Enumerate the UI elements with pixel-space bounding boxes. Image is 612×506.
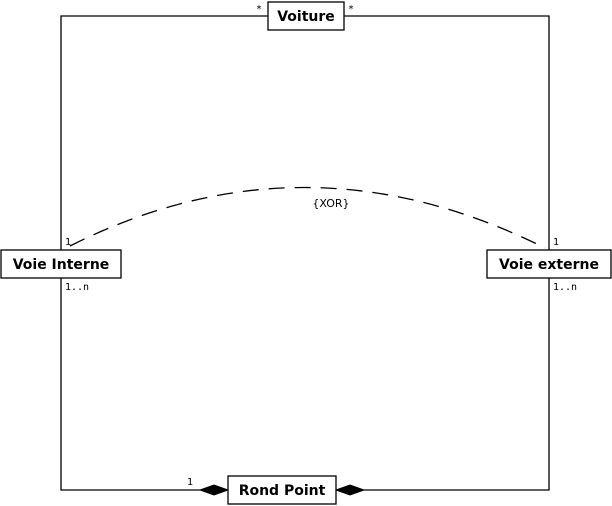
- composition-voie-interne-rond-point: [60, 278, 200, 491]
- association-voiture-voie-interne: [60, 15, 268, 250]
- composition-diamond-right: [334, 484, 366, 496]
- multiplicity-voie-externe-top: 1: [553, 237, 559, 248]
- multiplicity-voie-interne-bottom: 1..n: [65, 282, 89, 293]
- class-voie-externe-name: Voie externe: [499, 257, 599, 273]
- class-voiture[interactable]: Voiture: [267, 1, 345, 31]
- xor-constraint-label: {XOR}: [312, 197, 349, 210]
- composition-voie-externe-rond-point: [364, 278, 550, 491]
- multiplicity-voie-externe-bottom: 1..n: [553, 282, 577, 293]
- multiplicity-voiture-left: *: [256, 4, 262, 15]
- multiplicity-voiture-right: *: [348, 4, 354, 15]
- class-rond-point-box: [227, 475, 337, 505]
- class-voiture-box: [267, 1, 345, 31]
- class-voie-externe[interactable]: Voie externe: [486, 249, 612, 279]
- class-voie-interne-box: [0, 249, 122, 279]
- class-voie-interne-name: Voie Interne: [13, 257, 110, 273]
- class-voie-interne[interactable]: Voie Interne: [0, 249, 122, 279]
- multiplicity-rond-point-left: 1: [187, 477, 193, 488]
- association-voiture-voie-externe: [344, 15, 550, 250]
- composition-diamond-left: [198, 484, 230, 496]
- xor-constraint-arc: [69, 186, 546, 249]
- class-rond-point-name: Rond Point: [239, 483, 326, 499]
- class-voiture-name: Voiture: [277, 9, 335, 25]
- class-rond-point[interactable]: Rond Point: [227, 475, 337, 505]
- class-voie-externe-box: [486, 249, 612, 279]
- multiplicity-voie-interne-top: 1: [65, 237, 71, 248]
